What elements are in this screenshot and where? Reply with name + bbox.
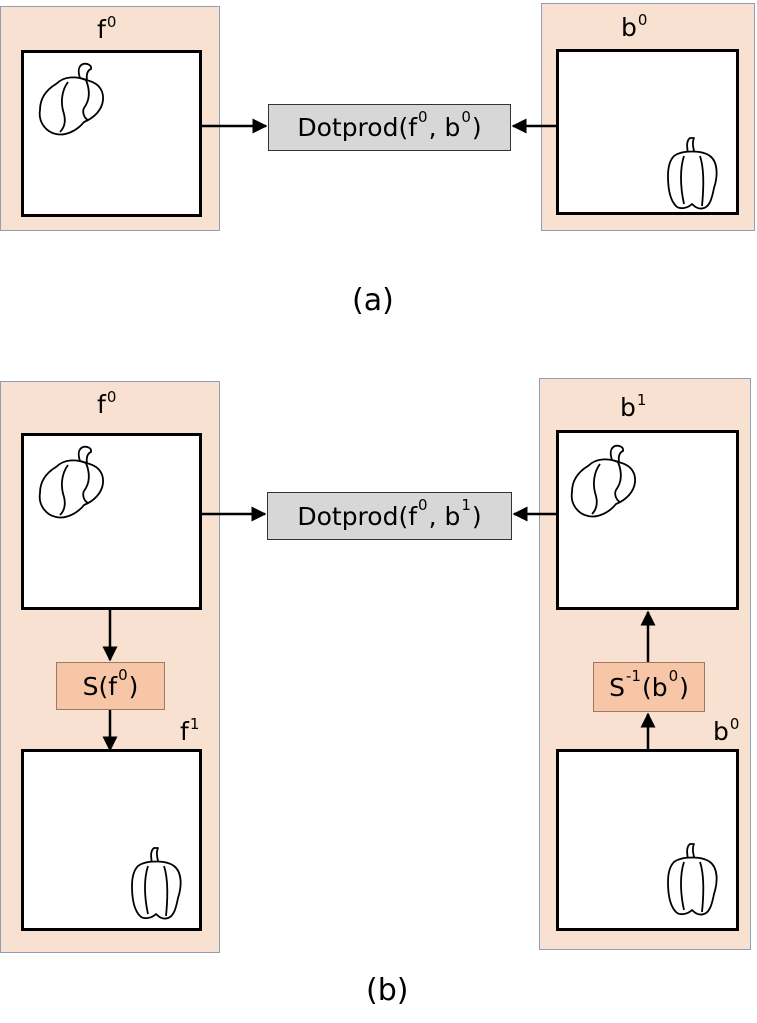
pepper-icon — [131, 847, 182, 920]
pepper-icon — [667, 137, 718, 210]
pepper-icon — [667, 843, 718, 916]
caption-b: (b) — [366, 973, 409, 1008]
frame-b-f0 — [21, 433, 202, 610]
label-a-b0: b0 — [621, 11, 648, 42]
frame-b-b1 — [556, 430, 739, 610]
caption-a: (a) — [352, 283, 394, 318]
label-b-b0: b0 — [713, 715, 740, 746]
frame-a-f0 — [21, 50, 202, 217]
label-a-f0: f0 — [97, 13, 117, 44]
label-b-b1: b1 — [620, 391, 647, 422]
pepper-icon — [570, 444, 636, 518]
pepper-icon — [38, 445, 104, 519]
label-b-f0: f0 — [97, 388, 117, 419]
label-b-f1: f1 — [180, 715, 200, 746]
pepper-icon — [38, 62, 104, 136]
